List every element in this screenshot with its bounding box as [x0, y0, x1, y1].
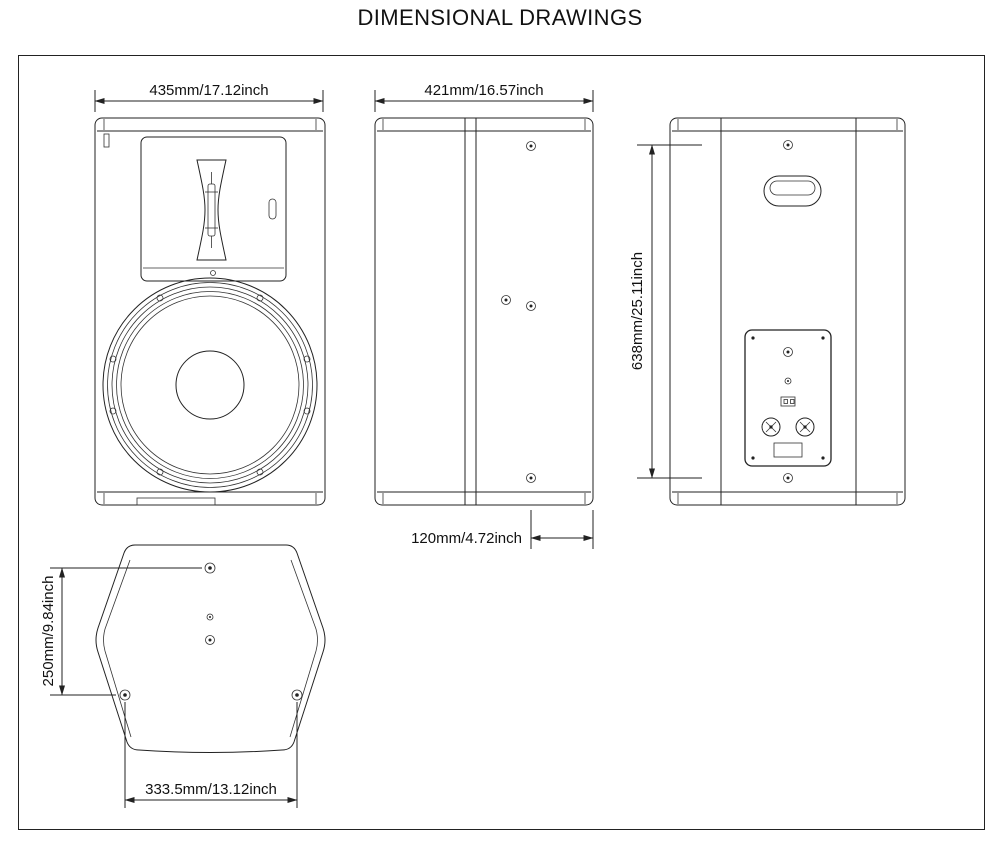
screw [783, 140, 793, 150]
screw [210, 270, 216, 276]
panel-screw [821, 456, 825, 460]
panel-screw [751, 456, 755, 460]
right-inner-edge [289, 559, 318, 738]
corner-marks [677, 119, 898, 504]
side-bottom-depth-label: 120mm/4.72inch [411, 530, 522, 547]
connector-panel-outline [744, 329, 832, 467]
rear-handle [763, 175, 822, 207]
handle-grip [769, 180, 816, 196]
horn-tweeter [140, 136, 287, 282]
screw [256, 468, 264, 476]
side-cabinet-outline [374, 117, 594, 506]
woofer [102, 277, 318, 493]
bottom-width-label: 333.5mm/13.12inch [145, 781, 277, 798]
woofer-outer-ring [102, 277, 318, 493]
screw [526, 473, 536, 483]
port-slot [268, 198, 277, 220]
woofer-mounting-screws [109, 294, 311, 476]
rear-height-label: 638mm/25.11inch [629, 252, 646, 370]
screw [501, 295, 511, 305]
bottom-recess [136, 497, 216, 506]
left-inner-edge [103, 559, 132, 738]
bottom-view: 250mm/9.84inch 333.5mm/13.12inch [40, 544, 326, 808]
corner-marks [382, 119, 586, 504]
side-width-dimension: 421mm/16.57inch [374, 82, 594, 112]
handle-outline [763, 175, 822, 207]
side-view: 421mm/16.57inch 120mm/4.72inch [374, 82, 594, 549]
rear-height-dimension: 638mm/25.11inch [629, 144, 702, 479]
rear-cabinet-outline [669, 117, 906, 506]
horn-plate [140, 136, 287, 282]
screw [156, 468, 164, 476]
screw [526, 141, 536, 151]
screw [783, 473, 793, 483]
screw [119, 689, 131, 701]
screw [109, 355, 117, 363]
xlr-connector-right [795, 417, 815, 437]
front-width-dimension: 435mm/17.12inch [94, 82, 324, 112]
corner-marks [103, 119, 317, 504]
bottom-width-dimension: 333.5mm/13.12inch [124, 702, 298, 808]
front-view: 435mm/17.12inch [94, 82, 326, 506]
indicator [784, 377, 792, 385]
logo-badge [103, 133, 110, 148]
screw [303, 407, 311, 415]
switch [780, 396, 796, 407]
screw [303, 355, 311, 363]
bottom-outline [95, 544, 326, 753]
screw [526, 301, 536, 311]
side-width-label: 421mm/16.57inch [424, 82, 543, 99]
page-title: DIMENSIONAL DRAWINGS [357, 5, 643, 30]
rear-view: 638mm/25.11inch [629, 117, 906, 506]
screw [156, 294, 164, 302]
bottom-screws [119, 562, 303, 701]
panel-screw [821, 336, 825, 340]
xlr-connector-left [761, 417, 781, 437]
side-bottom-depth-dimension: 120mm/4.72inch [411, 510, 594, 549]
screw [109, 407, 117, 415]
screw [291, 689, 303, 701]
bottom-depth-label: 250mm/9.84inch [40, 576, 57, 687]
front-width-label: 435mm/17.12inch [149, 82, 268, 99]
front-cabinet-outline [94, 117, 326, 506]
drawing-border [18, 55, 985, 830]
screw [205, 635, 215, 645]
label-plate [773, 442, 803, 458]
screw [206, 613, 214, 621]
panel-screw [751, 336, 755, 340]
bottom-depth-dimension: 250mm/9.84inch [40, 567, 202, 696]
side-screws [501, 141, 536, 483]
connector-panel [744, 329, 832, 467]
dust-cap [175, 350, 245, 420]
screw [256, 294, 264, 302]
horn-flare [196, 159, 227, 261]
screw [204, 562, 216, 574]
screw [783, 347, 793, 357]
